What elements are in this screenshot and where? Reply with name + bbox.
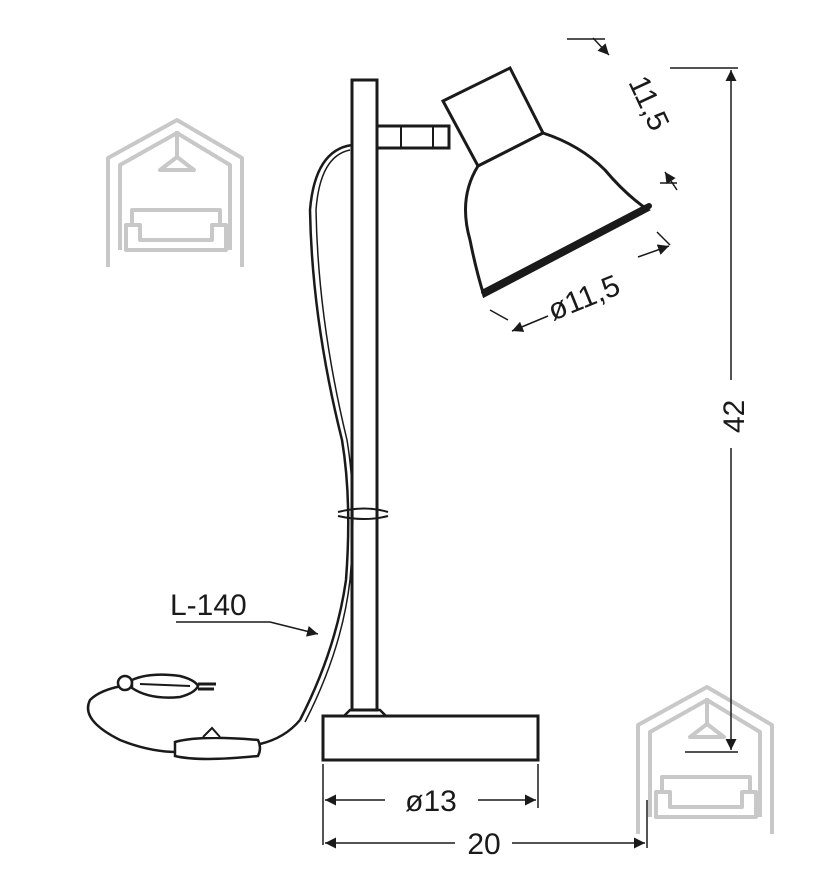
shade-height-label: 11,5: [622, 71, 676, 136]
cable-length-label: L-140: [170, 589, 247, 622]
dimension-base-diameter: ø13: [322, 764, 539, 845]
house-lamp-sofa-logo-bottom-right: [636, 685, 774, 834]
total-height-label: 42: [718, 400, 751, 433]
lamp-base: [321, 708, 540, 762]
total-width-label: 20: [467, 828, 500, 861]
power-cable: [86, 143, 354, 754]
house-lamp-sofa-logo-top-left: [106, 118, 244, 267]
shade-diameter-label: ø11,5: [543, 269, 624, 328]
dimension-total-height: 42: [670, 67, 751, 753]
inline-switch: [173, 726, 262, 761]
lamp-shade: [440, 65, 652, 299]
lamp-pole: [337, 78, 389, 712]
dimension-cable-length: L-140: [170, 589, 319, 637]
dimension-shade-height: 11,5: [567, 37, 678, 191]
dimension-total-width: 20: [325, 800, 648, 861]
base-diameter-label: ø13: [405, 785, 457, 818]
lamp-arm-joint: [375, 124, 451, 150]
power-plug: [116, 673, 216, 699]
